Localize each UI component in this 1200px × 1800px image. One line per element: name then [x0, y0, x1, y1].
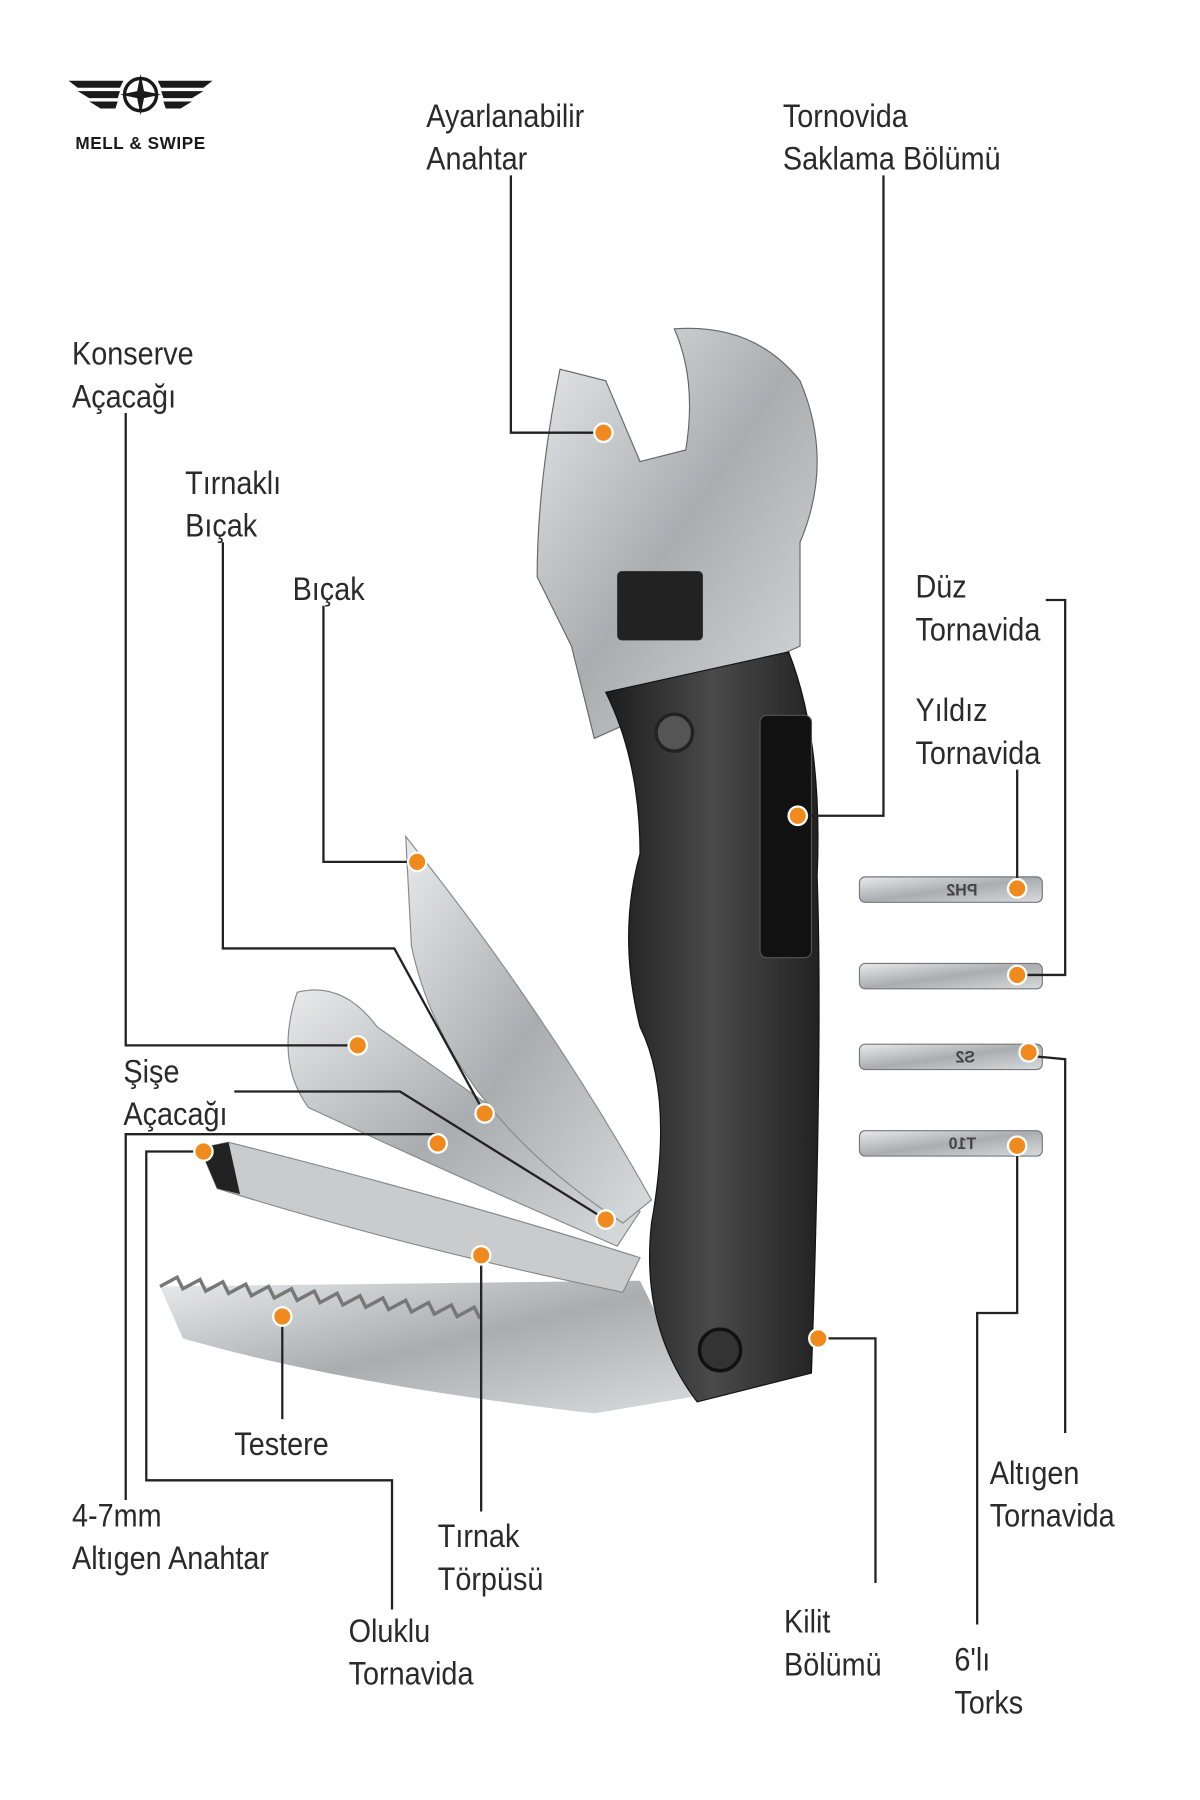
label-knife: Bıçak [292, 571, 365, 607]
wrench-worm [617, 571, 703, 641]
label-saw: Testere [234, 1426, 329, 1462]
marker-dots [193, 422, 1039, 1349]
brand-logo: MELL & SWIPE [66, 67, 215, 154]
hex-bit [858, 1043, 1043, 1071]
phillips-bit [858, 876, 1043, 903]
bit-marking-ph2: PH2 [946, 880, 978, 899]
handle-screw [654, 712, 695, 753]
bits [858, 876, 1043, 1157]
bottle-opener-blade [287, 989, 641, 1247]
bit-storage-slot [759, 714, 813, 959]
logo-icon [68, 73, 213, 116]
brand-name: MELL & SWIPE [75, 133, 206, 154]
bit-marking-t10: T10 [948, 1134, 977, 1153]
saw-blade [160, 1280, 698, 1414]
nail-file-blade [199, 1141, 641, 1293]
leader-lines [124, 175, 1067, 1625]
lock-screw [697, 1327, 743, 1373]
saw-teeth [159, 1274, 482, 1320]
torx-bit [858, 1130, 1043, 1157]
bit-marking-s2: S2 [955, 1047, 976, 1067]
